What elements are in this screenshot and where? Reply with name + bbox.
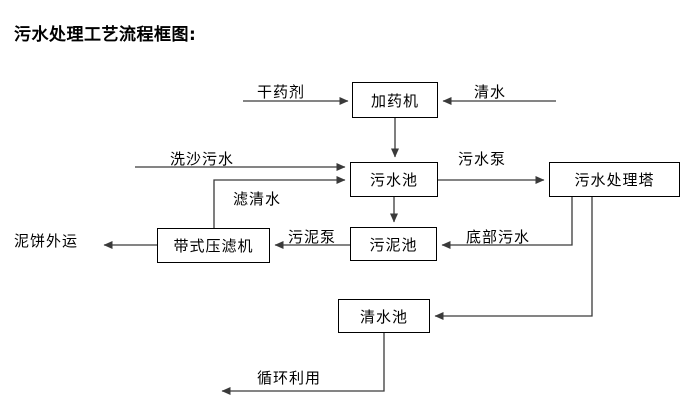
edge-label-sludge-pump: 污泥泵 — [288, 228, 337, 246]
edge-label-clean-water: 清水 — [474, 83, 507, 101]
connector-tower-to-clear-water-pool — [434, 197, 593, 320]
node-treatment-tower[interactable]: 污水处理塔 — [549, 162, 680, 197]
node-label: 污水池 — [369, 171, 418, 189]
node-label: 加药机 — [370, 91, 419, 110]
edge-label-bottom-sewage: 底部污水 — [466, 228, 531, 246]
node-label: 带式压滤机 — [173, 237, 254, 255]
connector-clear-water-pool-to-recycle — [221, 333, 385, 395]
node-dosing-machine[interactable]: 加药机 — [352, 82, 438, 118]
edge-label-filtered-water: 滤清水 — [233, 190, 282, 208]
node-label: 清水池 — [359, 307, 408, 326]
page-title: 污水处理工艺流程框图: — [14, 25, 197, 45]
edge-label-recycle-reuse: 循环利用 — [257, 369, 322, 387]
node-sewage-pool[interactable]: 污水池 — [350, 162, 438, 197]
node-clear-water-pool[interactable]: 清水池 — [338, 299, 430, 333]
node-belt-filter-press[interactable]: 带式压滤机 — [157, 228, 270, 263]
connector-tower-to-sludge-pool — [441, 197, 573, 249]
edge-label-dry-chemical: 干药剂 — [257, 83, 306, 101]
node-label: 污泥池 — [369, 235, 418, 254]
edge-label-sewage-pump: 污水泵 — [458, 150, 507, 168]
edge-label-mud-cake-transport: 泥饼外运 — [14, 232, 79, 250]
edge-label-sand-wash-sewage: 洗沙污水 — [170, 150, 235, 168]
node-label: 污水处理塔 — [574, 171, 655, 189]
node-sludge-pool[interactable]: 污泥池 — [350, 227, 437, 261]
connector-filtered-water-to-sewage-pool — [213, 176, 346, 228]
